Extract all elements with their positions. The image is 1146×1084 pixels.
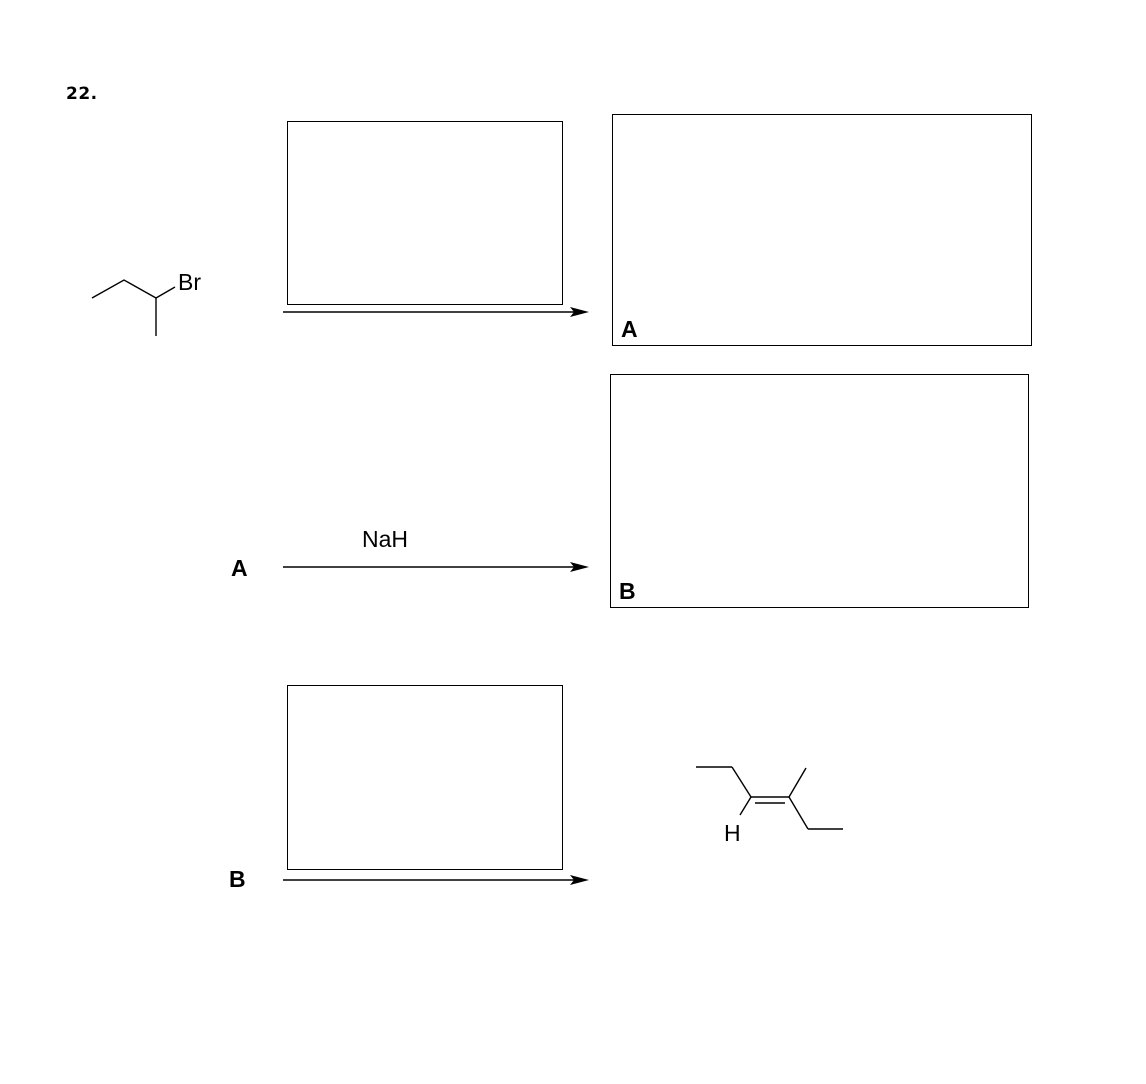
arrowhead-icon <box>570 875 589 885</box>
arrowhead-icon <box>570 307 589 317</box>
reagent-box-1[interactable] <box>287 121 563 305</box>
product-a-label: A <box>621 316 638 342</box>
ethyl-bond-right-1 <box>788 796 809 830</box>
arrowhead-icon <box>570 562 589 572</box>
methyl-bond <box>788 767 807 798</box>
product-box-b[interactable]: B <box>610 374 1029 608</box>
hydrogen-bond <box>739 796 752 816</box>
reactant-b-label: B <box>229 866 246 892</box>
ethyl-bond-left-2 <box>731 766 752 798</box>
product-box-a[interactable]: A <box>612 114 1032 346</box>
reagent-box-3[interactable] <box>287 685 563 870</box>
reactant-a-label: A <box>231 555 248 581</box>
question-number: 22. <box>66 84 98 104</box>
hydrogen-atom-label: H <box>724 820 741 846</box>
product-b-label: B <box>619 578 636 604</box>
reagent-nah-label: NaH <box>362 526 409 552</box>
starting-material-2-bromobutane: Br <box>91 269 201 336</box>
carbon-chain-bond <box>91 279 157 299</box>
bromine-atom-label: Br <box>178 269 201 295</box>
carbon-bromine-bond <box>155 286 176 299</box>
